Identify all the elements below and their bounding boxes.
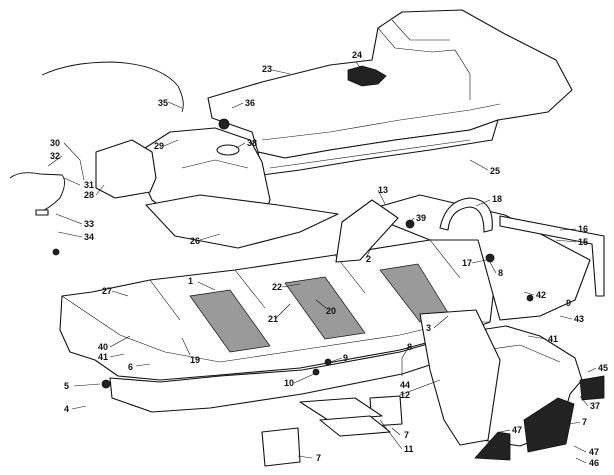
- callout-47: 47: [589, 447, 599, 457]
- bottom-bracket: [261, 427, 301, 467]
- callout-44: 44: [400, 380, 410, 390]
- callout-32: 32: [50, 151, 60, 161]
- decal-stripes: [474, 431, 511, 461]
- rear-bumper-bar: [499, 215, 605, 297]
- tunnel-upright: [335, 199, 399, 263]
- decal-stripes: [579, 375, 605, 401]
- callout-24: 24: [352, 50, 362, 60]
- callout-8: 8: [407, 342, 412, 352]
- callout-7: 7: [582, 417, 587, 427]
- bolt: [52, 248, 60, 256]
- hinge-pin: [405, 219, 415, 229]
- parts-drawing: [9, 9, 605, 467]
- side-panel: [419, 309, 501, 446]
- callout-13: 13: [378, 185, 388, 195]
- callout-29: 29: [154, 141, 164, 151]
- fuel-line: [41, 61, 184, 113]
- callout-8: 8: [498, 268, 503, 278]
- callout-26: 26: [190, 236, 200, 246]
- callout-4: 4: [64, 404, 69, 414]
- callout-12: 12: [400, 390, 410, 400]
- seat-cushion: [207, 9, 573, 159]
- callout-17: 17: [462, 258, 472, 268]
- callout-10: 10: [284, 378, 294, 388]
- bolt: [101, 379, 111, 389]
- callout-28: 28: [84, 190, 94, 200]
- callout-37: 37: [590, 401, 600, 411]
- cable-connector: [35, 209, 49, 216]
- callout-2: 2: [366, 254, 371, 264]
- fuel-sender: [218, 118, 230, 130]
- left-side-panel: [95, 139, 157, 199]
- fuel-cap: [216, 144, 240, 156]
- callout-34: 34: [84, 232, 94, 242]
- callout-1: 1: [188, 276, 193, 286]
- callout-labels: 1 2 3 4 5 6 7 7 7 7 8 8 9 9 10 11 12 13 …: [50, 50, 608, 468]
- bolt: [312, 368, 320, 376]
- callout-31: 31: [84, 180, 94, 190]
- callout-46: 46: [589, 458, 599, 468]
- callout-23: 23: [262, 64, 272, 74]
- callout-38: 38: [247, 138, 257, 148]
- runner-plate: [299, 397, 383, 421]
- callout-41: 41: [98, 352, 108, 362]
- callout-42: 42: [536, 290, 546, 300]
- leader-lines: [47, 61, 597, 464]
- callout-5: 5: [64, 381, 69, 391]
- callout-3: 3: [426, 323, 431, 333]
- callout-18: 18: [492, 194, 502, 204]
- callout-33: 33: [84, 219, 94, 229]
- callout-6: 6: [128, 362, 133, 372]
- bolt: [324, 358, 332, 366]
- callout-20: 20: [326, 306, 336, 316]
- callout-16: 16: [578, 224, 588, 234]
- runner-plate: [319, 415, 391, 437]
- callout-30: 30: [50, 138, 60, 148]
- callout-21: 21: [268, 314, 278, 324]
- callout-25: 25: [490, 166, 500, 176]
- callout-9: 9: [343, 353, 348, 363]
- seat-cover-tear: [347, 65, 387, 87]
- callout-7: 7: [316, 453, 321, 463]
- tunnel-runner: [284, 276, 366, 340]
- callout-11: 11: [404, 444, 414, 454]
- bolt: [526, 294, 534, 302]
- callout-36: 36: [245, 98, 255, 108]
- callout-35: 35: [158, 98, 168, 108]
- callout-7: 7: [404, 430, 409, 440]
- callout-27: 27: [102, 286, 112, 296]
- callout-41: 41: [548, 334, 558, 344]
- callout-22: 22: [272, 282, 282, 292]
- callout-15: 15: [578, 237, 588, 247]
- callout-47: 47: [512, 425, 522, 435]
- tunnel-runner: [189, 289, 271, 353]
- callout-40: 40: [98, 342, 108, 352]
- callout-43: 43: [574, 314, 584, 324]
- callout-45: 45: [598, 363, 608, 373]
- wiring-cable: [9, 172, 65, 213]
- callout-9: 9: [566, 298, 571, 308]
- grab-handle: [439, 197, 493, 233]
- tank-base-pad: [145, 194, 339, 249]
- bolt: [485, 253, 495, 263]
- callout-19: 19: [190, 355, 200, 365]
- callout-39: 39: [416, 213, 426, 223]
